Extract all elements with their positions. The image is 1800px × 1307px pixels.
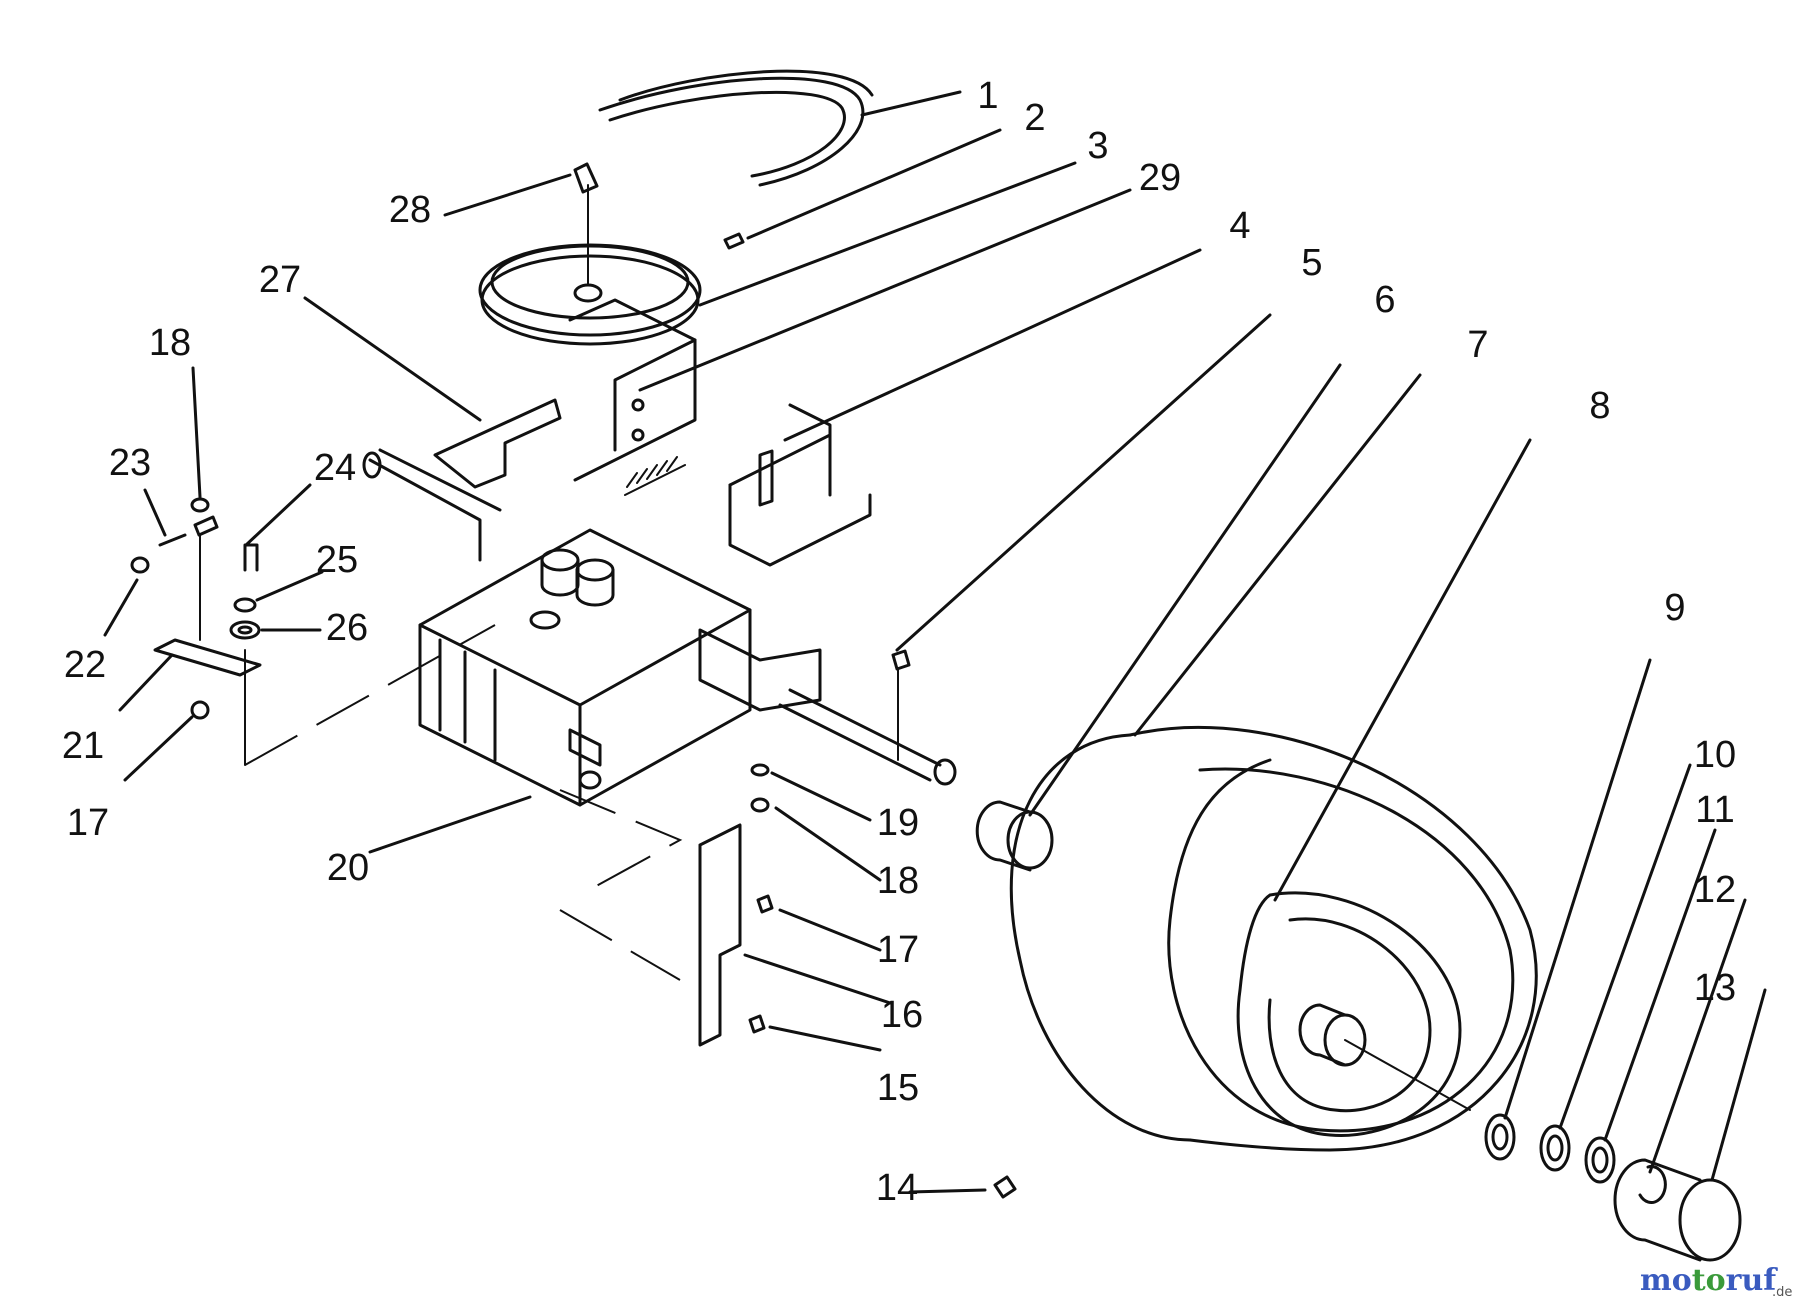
label-9: 9 xyxy=(1664,587,1685,629)
label-23: 23 xyxy=(109,442,151,484)
tire xyxy=(1009,726,1538,1152)
part-labels: 1 2 3 29 4 5 6 7 8 9 10 11 12 13 14 15 1… xyxy=(62,75,1736,1209)
label-11: 11 xyxy=(1695,789,1734,831)
label-20: 20 xyxy=(327,847,369,889)
axle-spacer xyxy=(975,800,1054,872)
drive-belt xyxy=(598,69,874,187)
idler-arm xyxy=(568,298,697,496)
idler-bracket xyxy=(433,398,562,489)
label-4: 4 xyxy=(1229,205,1250,247)
label-5: 5 xyxy=(1301,242,1322,284)
transaxle xyxy=(362,448,957,807)
label-14: 14 xyxy=(876,1167,918,1209)
label-22: 22 xyxy=(64,644,106,686)
axle-centerline xyxy=(1344,1039,1471,1111)
valve-stem xyxy=(993,1175,1017,1199)
pulley xyxy=(478,184,702,346)
label-6: 6 xyxy=(1374,279,1395,321)
label-25: 25 xyxy=(316,539,358,581)
nut xyxy=(750,797,770,813)
washer-19 xyxy=(750,763,770,777)
label-13: 13 xyxy=(1694,967,1736,1009)
label-16: 16 xyxy=(881,994,923,1036)
label-1: 1 xyxy=(977,75,998,117)
label-15: 15 xyxy=(877,1067,919,1109)
set-screw xyxy=(723,232,745,250)
assembly-line-a xyxy=(244,624,496,766)
label-12: 12 xyxy=(1694,869,1736,911)
label-3: 3 xyxy=(1087,125,1108,167)
hub-cap xyxy=(1613,1158,1742,1262)
assembly-line-c xyxy=(559,909,681,981)
label-7: 7 xyxy=(1467,324,1488,366)
assembly-line-b xyxy=(559,789,683,896)
svg-text:.de: .de xyxy=(1772,1285,1792,1300)
label-24: 24 xyxy=(314,447,356,489)
watermark: motoruf .de xyxy=(1640,1263,1792,1300)
pulley-key xyxy=(573,162,599,194)
label-10: 10 xyxy=(1694,734,1736,776)
lower-bracket xyxy=(698,823,774,1047)
label-27: 27 xyxy=(259,259,301,301)
control-parts xyxy=(130,497,262,766)
label-19: 19 xyxy=(877,802,919,844)
label-29: 29 xyxy=(1139,157,1181,199)
label-18b: 18 xyxy=(877,860,919,902)
washers xyxy=(1484,1113,1616,1184)
svg-text:motoruf: motoruf xyxy=(1640,1263,1778,1298)
mounting-bracket xyxy=(728,403,872,567)
label-8: 8 xyxy=(1589,385,1610,427)
wheel-rim xyxy=(1236,891,1462,1138)
leader-lines xyxy=(103,90,1767,1194)
e-clip xyxy=(1638,1165,1667,1204)
axle-key xyxy=(891,649,911,671)
label-17a: 17 xyxy=(67,802,109,844)
label-2: 2 xyxy=(1024,97,1045,139)
label-26: 26 xyxy=(326,607,368,649)
label-21: 21 xyxy=(62,725,104,767)
label-18a: 18 xyxy=(149,322,191,364)
label-28: 28 xyxy=(389,189,431,231)
label-17b: 17 xyxy=(877,929,919,971)
